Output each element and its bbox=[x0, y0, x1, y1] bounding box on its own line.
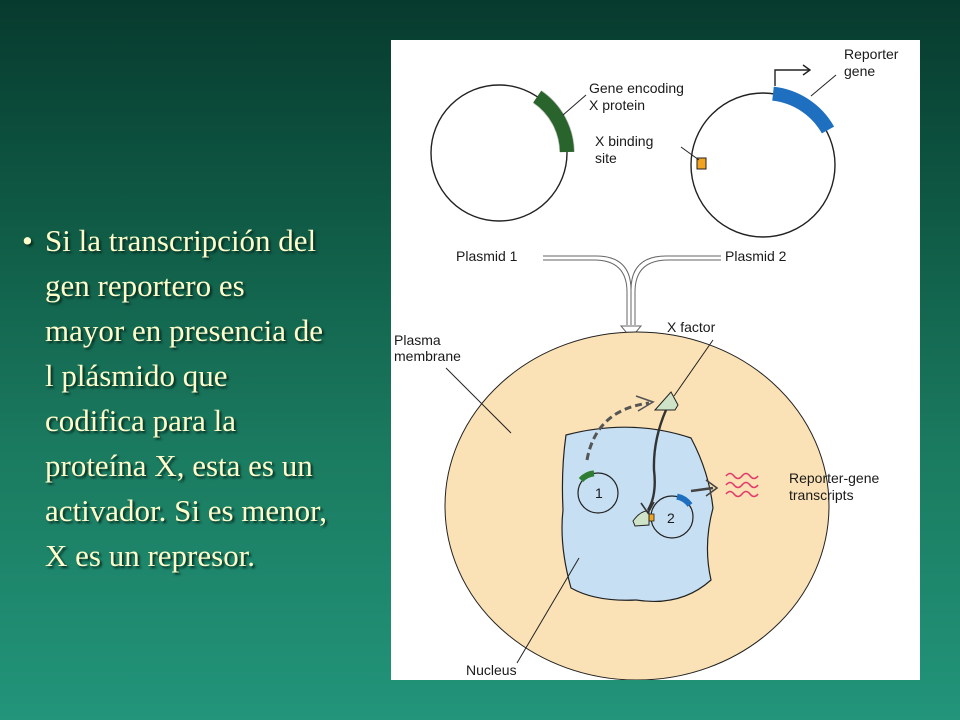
import-arrow bbox=[646, 409, 668, 511]
nuclear-gene-x bbox=[578, 470, 595, 483]
transcript-wave bbox=[725, 490, 759, 498]
merge-line-left-2 bbox=[543, 259, 628, 325]
x-factor-bound bbox=[632, 510, 650, 527]
bullet-paragraph: Si la transcripción del gen reportero es… bbox=[22, 218, 394, 578]
text-line: gen reportero es bbox=[45, 268, 245, 303]
text-line: l plásmido que bbox=[45, 358, 228, 393]
nuclear-reporter-gene bbox=[676, 493, 693, 507]
label-nuclear-2: 2 bbox=[667, 510, 675, 526]
diagram-svg: Gene encoding X protein X binding site R… bbox=[394, 46, 899, 680]
text-line: X es un represor. bbox=[45, 538, 256, 573]
bullet-marker: • bbox=[22, 223, 33, 258]
diagram-figure: Gene encoding X protein X binding site R… bbox=[391, 40, 920, 680]
reporter-gene-segment bbox=[771, 86, 835, 134]
dashed-arrow bbox=[585, 401, 650, 461]
plasmid-2-circle bbox=[690, 92, 836, 238]
dashed-arrowhead bbox=[635, 395, 655, 412]
leader-membrane bbox=[445, 367, 512, 434]
slide-bullet-text: • Si la transcripción del gen reportero … bbox=[22, 218, 394, 578]
label-x-factor: X factor bbox=[667, 319, 716, 335]
label-gene-encoding: Gene encoding bbox=[589, 80, 684, 96]
leader-nucleus bbox=[516, 557, 580, 664]
import-arrowhead bbox=[640, 501, 655, 515]
nuclear-plasmid-1 bbox=[577, 472, 619, 514]
label-plasmid-2: Plasmid 2 bbox=[725, 248, 787, 264]
x-factor-protein bbox=[653, 391, 679, 411]
leader-x-factor bbox=[673, 339, 714, 397]
transcript-wave bbox=[725, 472, 759, 480]
transcript-wave bbox=[725, 481, 759, 489]
plasmid-1-circle bbox=[430, 84, 568, 222]
promoter-arrow bbox=[774, 69, 809, 86]
merge-line-right-2 bbox=[634, 259, 721, 325]
text-line: Si la transcripción del bbox=[45, 223, 317, 258]
label-x-binding: X binding bbox=[595, 133, 653, 149]
leader-binding bbox=[680, 146, 700, 161]
label-membrane: membrane bbox=[394, 348, 461, 364]
label-transcripts: transcripts bbox=[789, 487, 854, 503]
label-plasmid-1: Plasmid 1 bbox=[456, 248, 518, 264]
label-x-protein: X protein bbox=[589, 97, 645, 113]
text-line: proteína X, esta es un bbox=[45, 448, 313, 483]
label-gene: gene bbox=[844, 63, 875, 79]
label-plasma: Plasma bbox=[394, 332, 441, 348]
merge-line-right bbox=[630, 255, 721, 291]
text-line: mayor en presencia de bbox=[45, 313, 324, 348]
text-line: activador. Si es menor, bbox=[45, 493, 327, 528]
leader-gene-x bbox=[562, 94, 587, 116]
promoter-arrowhead bbox=[802, 64, 812, 76]
transcript-arrowhead bbox=[705, 479, 719, 497]
label-reporter-gene: Reporter-gene bbox=[789, 470, 879, 486]
binding-site bbox=[696, 157, 707, 170]
merge-line-left bbox=[543, 255, 632, 325]
transcript-arrow bbox=[690, 486, 714, 493]
gene-x-outline bbox=[532, 90, 575, 153]
label-site: site bbox=[595, 150, 617, 166]
label-reporter: Reporter bbox=[844, 46, 899, 62]
text-line: codifica para la bbox=[45, 403, 237, 438]
label-nucleus: Nucleus bbox=[466, 662, 517, 678]
nucleus bbox=[561, 426, 714, 603]
gene-x-segment bbox=[533, 90, 574, 153]
leader-reporter bbox=[810, 74, 837, 97]
label-nuclear-1: 1 bbox=[595, 485, 603, 501]
